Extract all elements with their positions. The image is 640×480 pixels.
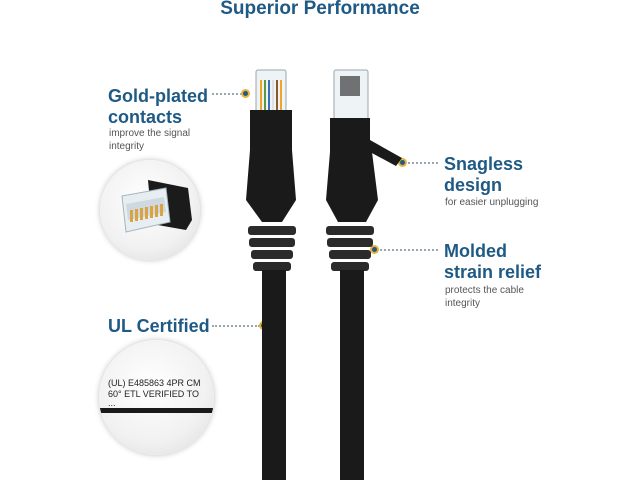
right-cable (326, 69, 402, 480)
ul-title: UL Certified (108, 316, 210, 336)
cert-label-line1: (UL) E485863 4PR CM (108, 378, 201, 388)
molded-callout-dot (370, 245, 379, 254)
snagless-title-line2: design (444, 175, 503, 195)
molded-title-line1: Molded (444, 241, 507, 261)
cable-strip (99, 408, 214, 413)
ul-cert-inset: (UL) E485863 4PR CM 60° ETL VERIFIED TO … (99, 340, 214, 455)
ul-leader-line (212, 325, 260, 327)
snagless-leader-line (408, 162, 438, 164)
cert-label-line2: 60° ETL VERIFIED TO (108, 389, 199, 399)
gold-title-line1: Gold-plated (108, 86, 208, 106)
page-title: Superior Performance (220, 0, 420, 19)
molded-leader-line (380, 249, 438, 251)
molded-title-line2: strain relief (444, 262, 542, 282)
rj45-closeup-image (121, 180, 192, 233)
gold-sub-line1: improve the signal (109, 128, 191, 139)
left-cable (246, 69, 296, 480)
gold-title-line2: contacts (108, 107, 183, 127)
gold-leader-line (212, 93, 242, 95)
molded-sub-line2: integrity (445, 298, 481, 309)
gold-contacts-inset (100, 160, 200, 260)
cert-label-line3: ... (108, 398, 116, 408)
gold-callout-dot (241, 89, 250, 98)
molded-sub-line1: protects the cable (445, 285, 524, 296)
snagless-callout-dot (398, 158, 407, 167)
gold-sub-line2: integrity (109, 141, 145, 152)
snagless-sub-line1: for easier unplugging (445, 197, 539, 208)
snagless-title-line1: Snagless (444, 154, 524, 174)
